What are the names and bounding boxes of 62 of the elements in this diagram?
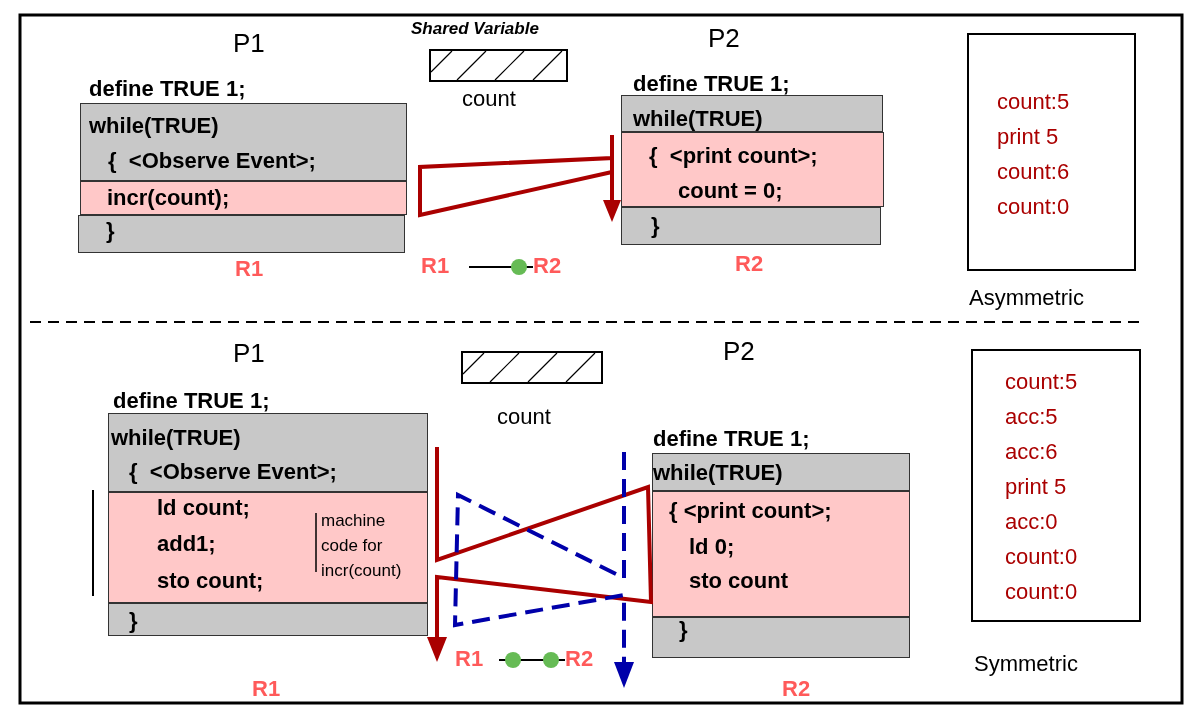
code-line: count = 0; <box>678 180 783 202</box>
process-label: count <box>462 88 516 110</box>
output-line: print 5 <box>1005 476 1067 498</box>
code-region <box>621 207 881 245</box>
code-line: } <box>679 619 688 641</box>
code-line: sto count; <box>157 570 264 592</box>
highlighted-code-region <box>621 132 884 207</box>
code-line: sto count <box>689 570 788 592</box>
code-region <box>652 617 910 658</box>
code-line: while(TRUE) <box>653 462 783 484</box>
region-tag: R1 <box>455 648 499 670</box>
code-line: } <box>106 220 115 242</box>
code-line: { <print count>; <box>649 145 818 167</box>
code-region <box>78 215 405 253</box>
process-label: P2 <box>708 25 740 51</box>
process-label: P1 <box>233 30 265 56</box>
output-line: acc:5 <box>1005 406 1058 428</box>
highlighted-code-region <box>108 492 428 603</box>
code-line: define TRUE 1; <box>653 428 810 450</box>
process-label: count <box>497 406 551 428</box>
node-label: Asymmetric <box>969 287 1084 309</box>
heading: Shared Variable <box>411 20 539 37</box>
output-line: count:0 <box>1005 581 1078 603</box>
relation-connector <box>498 652 566 668</box>
region-tag: R2 <box>533 255 581 277</box>
relation-connector <box>468 259 534 275</box>
node-label: Symmetric <box>974 653 1078 675</box>
code-line: while(TRUE) <box>111 427 241 449</box>
output-line: acc:6 <box>1005 441 1058 463</box>
code-line: } <box>651 215 660 237</box>
region-tag: R1 <box>421 255 469 277</box>
code-line: while(TRUE) <box>633 108 763 130</box>
code-line: define TRUE 1; <box>633 73 790 95</box>
region-tag: R2 <box>565 648 609 670</box>
region-label: R2 <box>735 253 764 275</box>
highlighted-code-region <box>652 491 910 617</box>
code-line: { <print count>; <box>669 500 832 522</box>
code-line: define TRUE 1; <box>89 78 246 100</box>
output-line: acc:0 <box>1005 511 1058 533</box>
code-line: while(TRUE) <box>89 115 219 137</box>
region-label: R2 <box>782 678 811 700</box>
code-region <box>108 603 428 636</box>
output-line: count:5 <box>1005 371 1078 393</box>
code-line: ld 0; <box>689 536 735 558</box>
output-line: count:0 <box>1005 546 1078 568</box>
output-line: count:0 <box>997 196 1070 218</box>
code-line: ld count; <box>157 497 250 519</box>
code-line: incr(count); <box>107 187 230 209</box>
code-line: add1; <box>157 533 216 555</box>
output-line: count:6 <box>997 161 1070 183</box>
output-line: print 5 <box>997 126 1059 148</box>
process-label: P1 <box>233 340 265 366</box>
code-line: } <box>129 610 138 632</box>
highlighted-code-region <box>80 181 407 215</box>
output-line: count:5 <box>997 91 1070 113</box>
process-label: P2 <box>723 338 755 364</box>
region-label: R1 <box>235 258 264 280</box>
code-line: { <Observe Event>; <box>108 150 316 172</box>
region-label: R1 <box>252 678 281 700</box>
code-line: { <Observe Event>; <box>129 461 337 483</box>
code-line: define TRUE 1; <box>113 390 270 412</box>
annotation-note: machine code for incr(count) <box>321 510 403 582</box>
